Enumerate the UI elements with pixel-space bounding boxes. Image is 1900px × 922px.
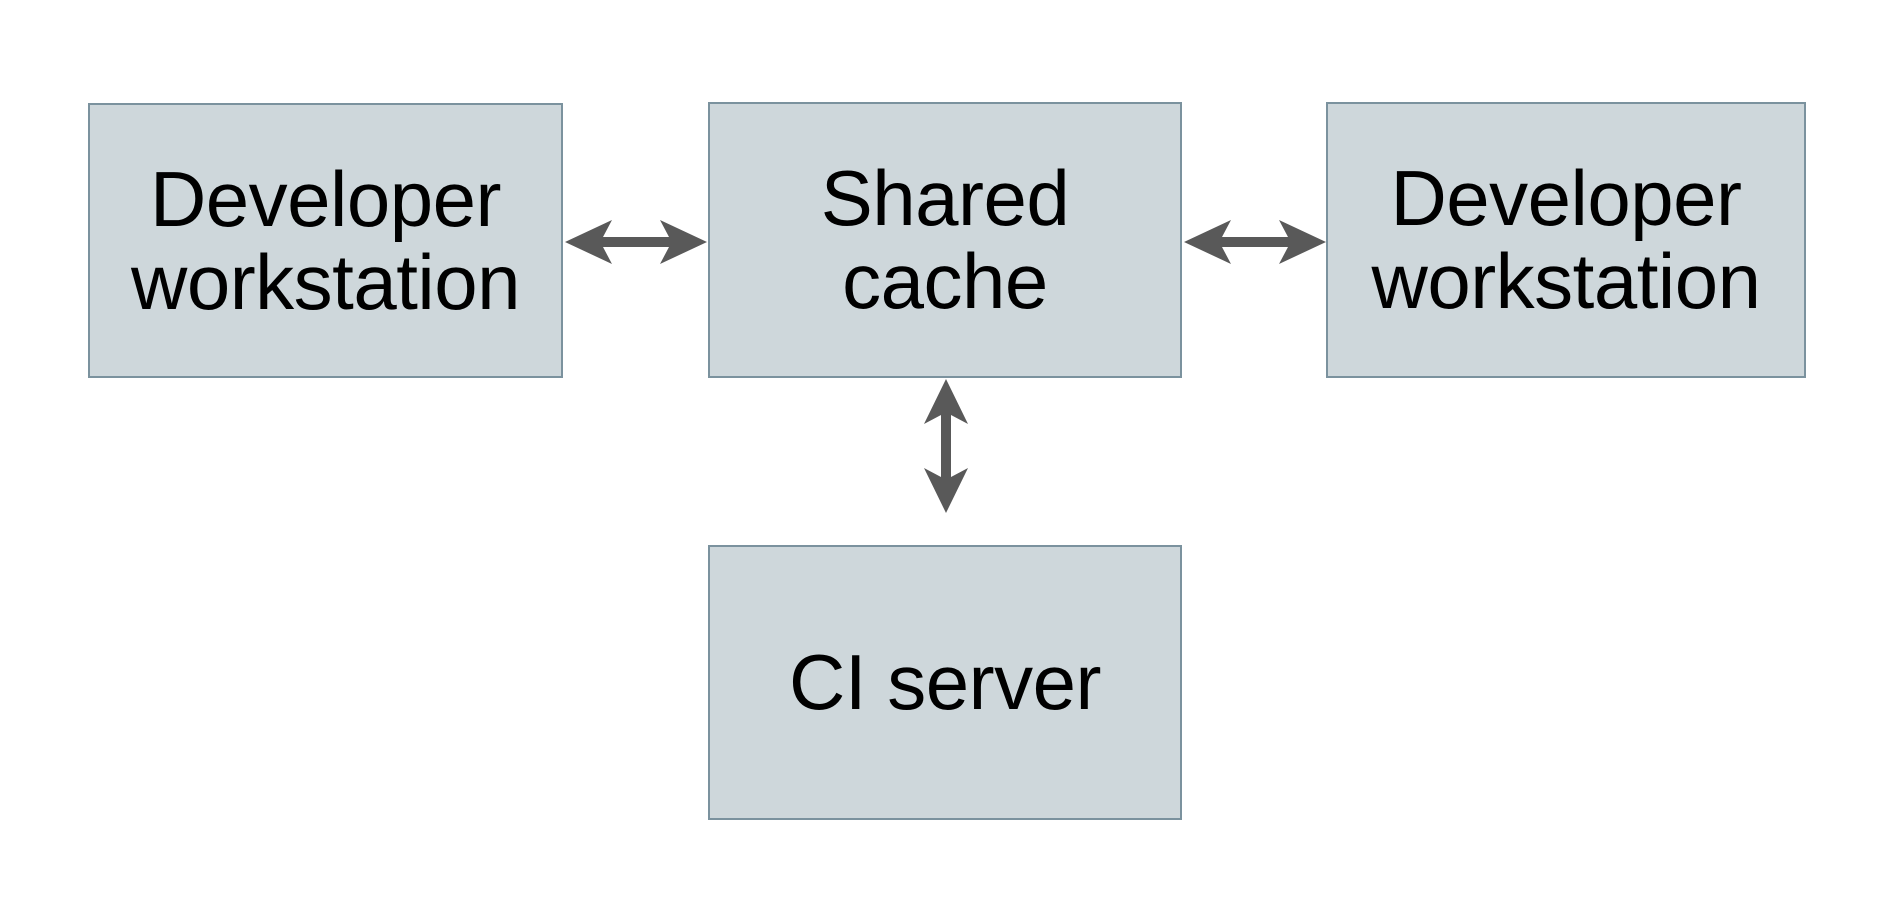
node-developer-workstation-right[interactable]: Developer workstation xyxy=(1326,102,1806,378)
edge-left-arrow-shape xyxy=(565,220,707,264)
node-label-developer-workstation-right: Developer workstation xyxy=(1371,154,1762,325)
node-label-ci-server: CI server xyxy=(789,638,1101,727)
edge-dev-left-to-shared-cache xyxy=(565,220,707,264)
node-label-shared-cache: Shared cache xyxy=(820,154,1070,325)
node-developer-workstation-left[interactable]: Developer workstation xyxy=(88,103,563,378)
node-shared-cache[interactable]: Shared cache xyxy=(708,102,1182,378)
node-label-developer-workstation-left: Developer workstation xyxy=(131,154,521,326)
edge-shared-cache-to-dev-right xyxy=(1184,220,1326,264)
edge-shared-cache-to-ci-server xyxy=(924,379,968,513)
edge-right-arrow-shape xyxy=(1184,220,1326,264)
node-ci-server[interactable]: CI server xyxy=(708,545,1182,820)
edge-bottom-arrow-shape xyxy=(924,379,968,513)
